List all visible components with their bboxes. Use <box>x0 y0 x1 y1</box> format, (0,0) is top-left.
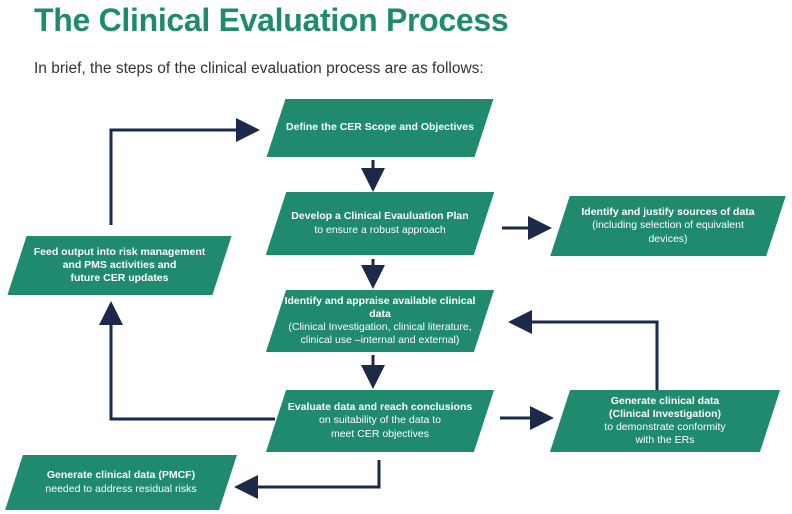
generate-ci-line4: with the ERs <box>635 434 695 447</box>
define-scope-line1: Define the CER Scope and Objectives <box>286 121 474 134</box>
evaluate-data-line1: Evaluate data and reach conclusions <box>287 401 473 414</box>
generate-ci-line3: to demonstrate conformity <box>604 421 726 433</box>
arrow-feed-output-to-scope <box>109 118 260 225</box>
generate-pmcf-line2: needed to address residual risks <box>45 482 197 495</box>
appraise-data-box: Identify and appraise available clinical… <box>276 290 484 352</box>
define-scope-box: Define the CER Scope and Objectives <box>276 99 484 157</box>
arrow-generate-ci-to-appraise <box>508 310 659 390</box>
appraise-data-line2: (Clinical Investigation, clinical litera… <box>288 321 472 333</box>
evaluate-data-line2: on suitability of the data to <box>319 414 441 427</box>
evaluate-data-line3: meet CER objectives <box>330 427 430 440</box>
feed-output-line2: and PMS activities and <box>62 258 177 271</box>
generate-ci-line1: Generate clinical data <box>610 394 720 407</box>
page-title: The Clinical Evaluation Process <box>34 2 509 38</box>
page-subtitle: In brief, the steps of the clinical eval… <box>34 60 484 77</box>
identify-sources-line3: devices) <box>648 232 688 245</box>
identify-sources-line2: (including selection of equivalent <box>592 219 744 232</box>
develop-plan-line1: Develop a Clinical Evauluation Plan <box>291 210 469 223</box>
feed-output-box: Feed output into risk management and PMS… <box>17 236 222 295</box>
arrow-evaluate-to-feed-output <box>99 301 275 421</box>
arrow-evaluate-to-pmcf <box>234 460 381 499</box>
develop-plan-line2: to ensure a robust approach <box>314 223 446 236</box>
appraise-data-line1: Identify and appraise available clinical… <box>284 294 476 320</box>
generate-pmcf-box: Generate clinical data (PMCF) needed to … <box>14 455 228 510</box>
feed-output-line1: Feed output into risk management <box>33 245 206 258</box>
evaluate-data-box: Evaluate data and reach conclusions on s… <box>276 390 484 452</box>
generate-ci-line2: (Clinical Investigation) <box>608 407 721 420</box>
appraise-data-line3: clinical use –internal and external) <box>300 334 460 347</box>
identify-sources-box: Identify and justify sources of data (in… <box>560 196 776 256</box>
feed-output-line3: future CER updates <box>70 272 169 285</box>
identify-sources-line1: Identify and justify sources of data <box>581 206 755 219</box>
generate-pmcf-line1: Generate clinical data (PMCF) <box>46 469 196 482</box>
develop-plan-box: Develop a Clinical Evauluation Plan to e… <box>276 192 484 255</box>
generate-ci-box: Generate clinical data (Clinical Investi… <box>560 390 770 452</box>
